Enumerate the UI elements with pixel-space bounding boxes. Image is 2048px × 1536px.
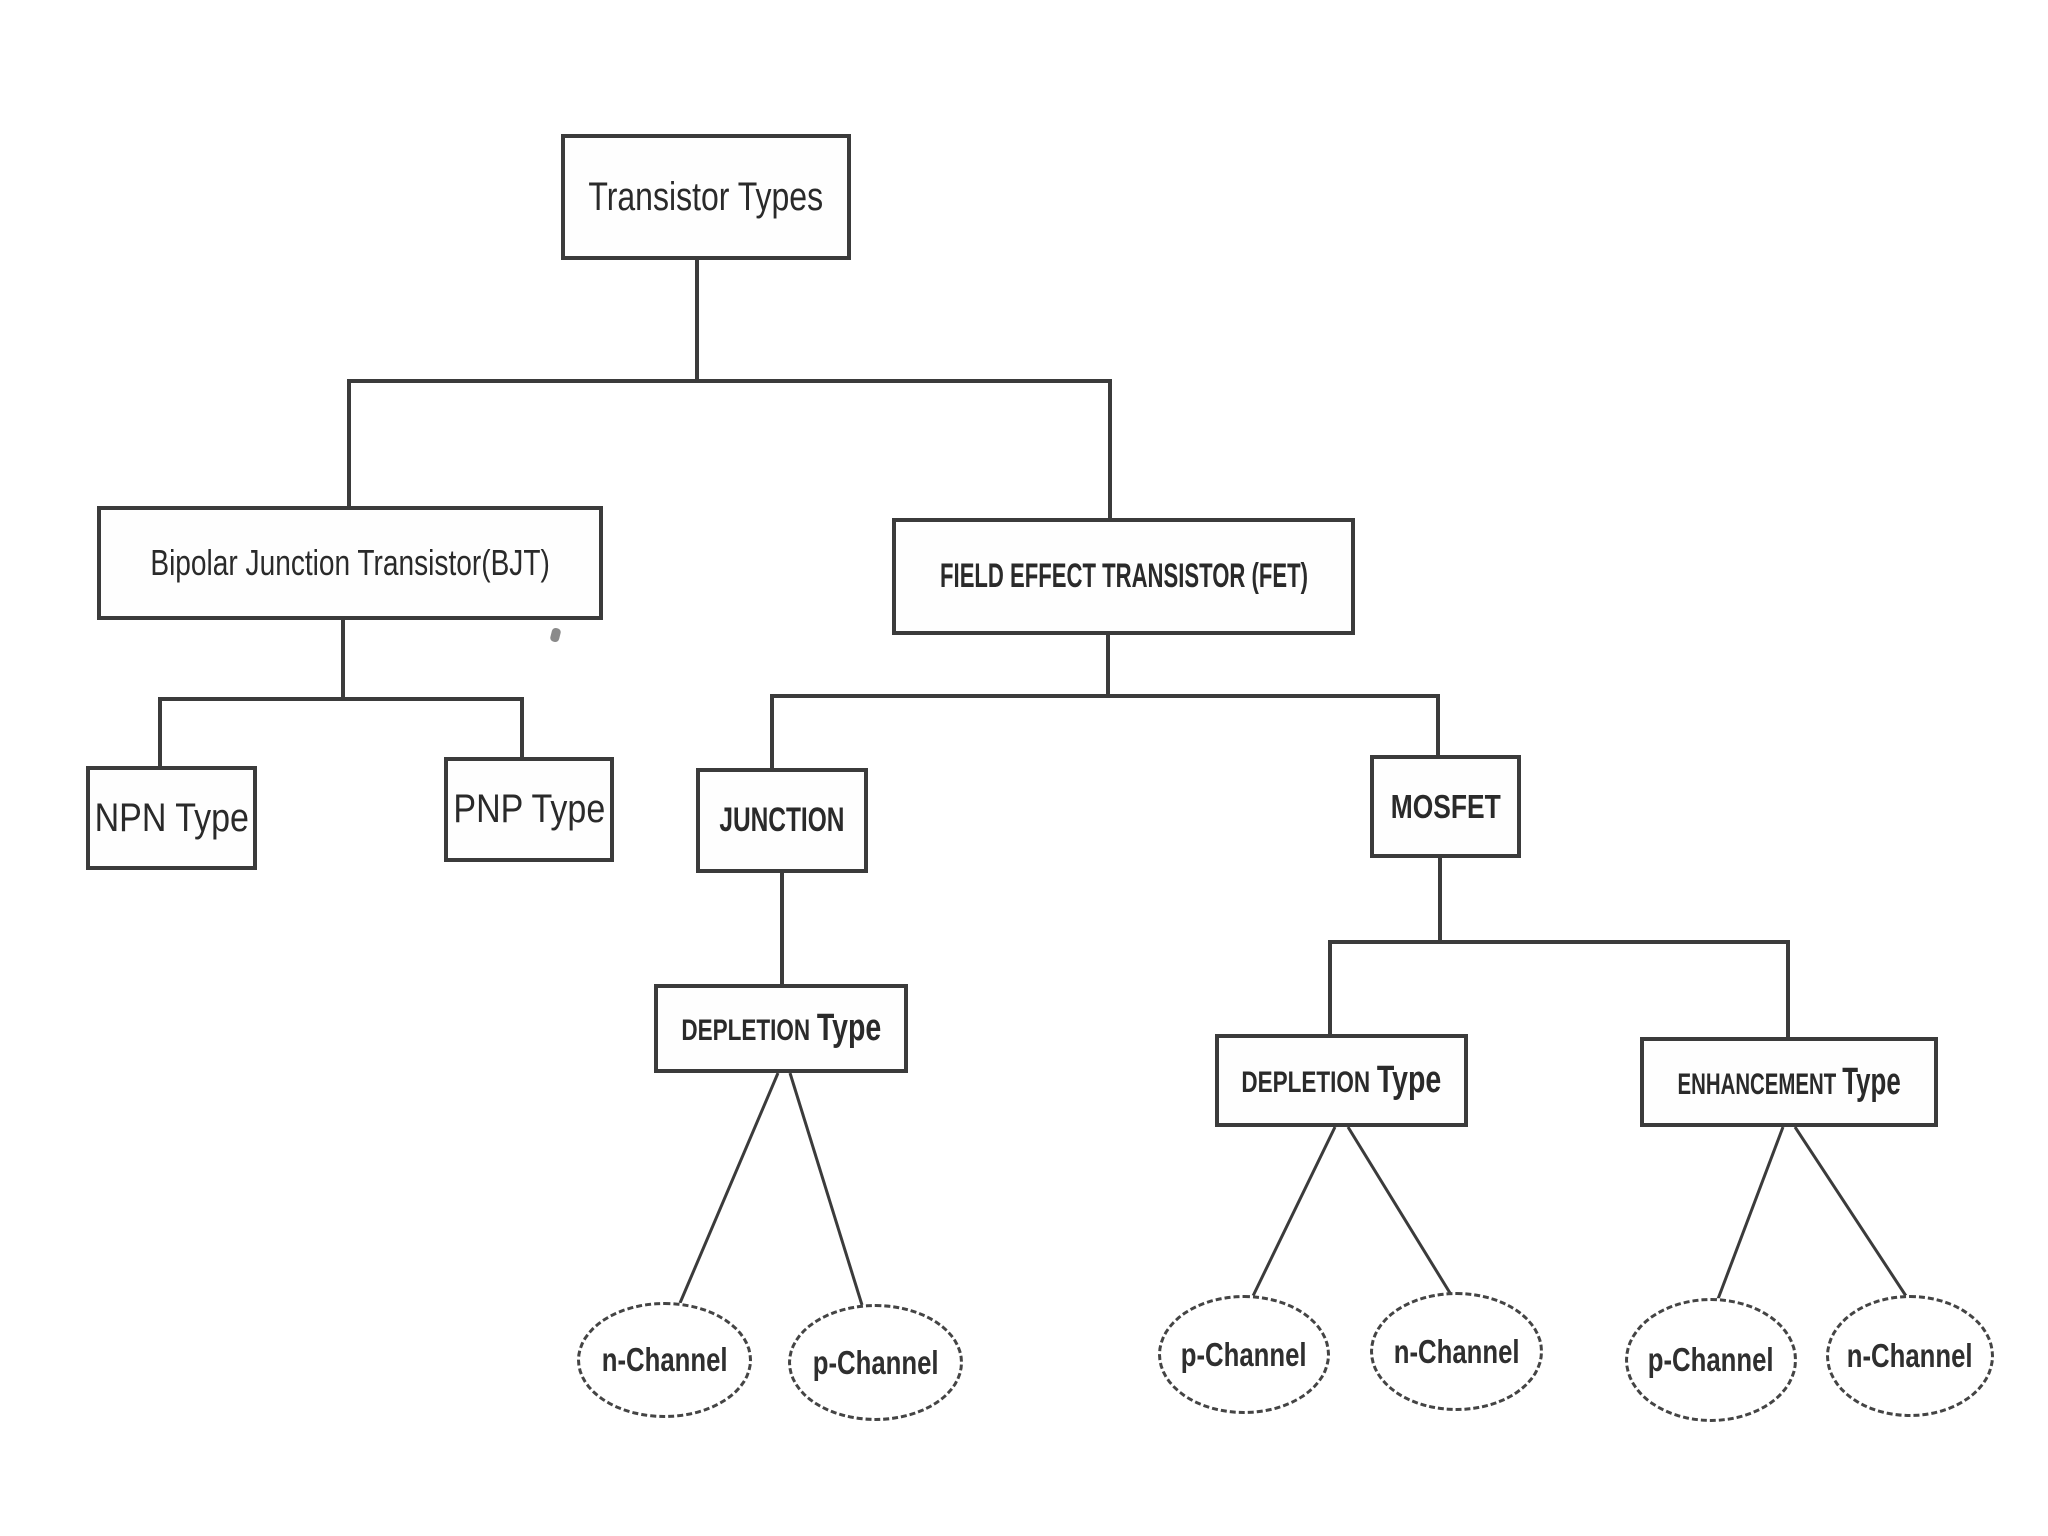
depletion-type-text: Type bbox=[1377, 1059, 1442, 1101]
node-transistor-types-label: Transistor Types bbox=[588, 174, 824, 219]
node-npn-type-label: NPN Type bbox=[94, 795, 249, 840]
enhancement-type-text: Type bbox=[1842, 1060, 1901, 1103]
ellipse-mosfet-enh-n-channel-label: n-Channel bbox=[1847, 1337, 1973, 1374]
ellipse-mosfet-dep-n-channel: n-Channel bbox=[1370, 1292, 1543, 1411]
ellipse-mosfet-enh-n-channel: n-Channel bbox=[1826, 1295, 1994, 1417]
node-pnp-type: PNP Type bbox=[444, 757, 614, 862]
depletion-caps-text: DEPLETION bbox=[681, 1014, 810, 1047]
node-fet-label: FIELD EFFECT TRANSISTOR (FET) bbox=[939, 557, 1308, 595]
node-bjt-label: Bipolar Junction Transistor(BJT) bbox=[150, 542, 550, 583]
ellipse-mosfet-dep-n-channel-label: n-Channel bbox=[1393, 1332, 1520, 1370]
ellipse-mosfet-enh-p-channel-label: p-Channel bbox=[1648, 1341, 1774, 1378]
node-npn-type: NPN Type bbox=[86, 766, 257, 870]
ellipse-mosfet-enh-p-channel: p-Channel bbox=[1625, 1298, 1797, 1422]
ellipse-jfet-p-channel-label: p-Channel bbox=[812, 1343, 939, 1381]
ellipse-jfet-n-channel-label: n-Channel bbox=[601, 1341, 728, 1378]
enhancement-caps-text: ENHANCEMENT bbox=[1677, 1067, 1837, 1101]
ellipse-mosfet-dep-p-channel: p-Channel bbox=[1158, 1295, 1330, 1414]
node-transistor-types: Transistor Types bbox=[561, 134, 851, 260]
depletion-caps-text: DEPLETION bbox=[1241, 1066, 1371, 1099]
depletion-type-text: Type bbox=[816, 1007, 881, 1049]
node-mosfet-label: MOSFET bbox=[1390, 787, 1501, 825]
node-fet: FIELD EFFECT TRANSISTOR (FET) bbox=[892, 518, 1355, 635]
ellipse-mosfet-dep-p-channel-label: p-Channel bbox=[1181, 1335, 1307, 1373]
ellipse-jfet-n-channel: n-Channel bbox=[577, 1302, 752, 1418]
ellipse-jfet-p-channel: p-Channel bbox=[788, 1304, 963, 1421]
node-mosfet: MOSFET bbox=[1370, 755, 1521, 858]
node-junction-label: JUNCTION bbox=[719, 801, 845, 839]
node-pnp-type-label: PNP Type bbox=[453, 787, 605, 831]
node-bjt: Bipolar Junction Transistor(BJT) bbox=[97, 506, 603, 620]
node-junction: JUNCTION bbox=[696, 768, 868, 873]
